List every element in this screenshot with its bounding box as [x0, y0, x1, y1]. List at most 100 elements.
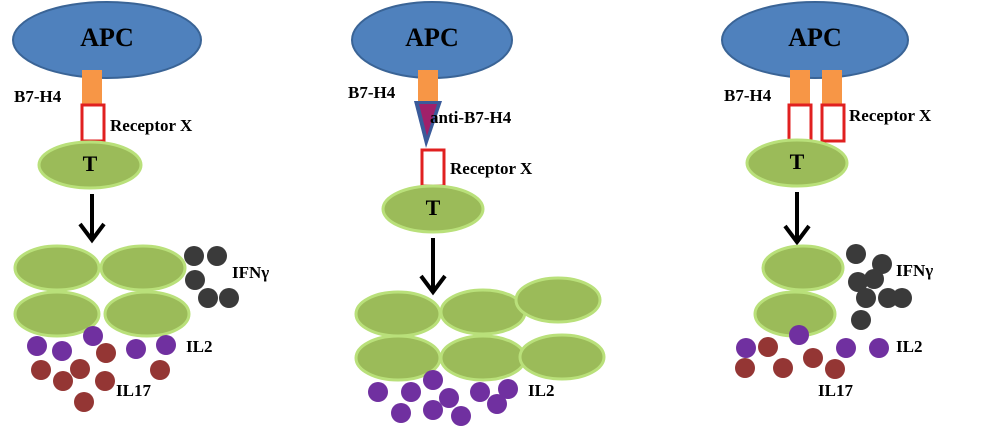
- expanded-t-cells: [13, 244, 191, 338]
- apc-label: APC: [788, 23, 841, 52]
- arrow-down: [78, 194, 106, 244]
- il17-dot: [74, 392, 94, 412]
- t-cell-clone: [13, 290, 101, 338]
- il17-dot: [31, 360, 51, 380]
- il2-dot: [391, 403, 411, 423]
- b7h4-label: B7-H4: [348, 83, 396, 102]
- receptor-x: [420, 148, 446, 188]
- ifng-dot: [198, 288, 218, 308]
- panel-1: APC B7-H4 Receptor X T IFNγ: [12, 1, 269, 412]
- b7h4-ligand: [82, 70, 102, 104]
- il2-molecules: [736, 325, 889, 358]
- il2-dot: [470, 382, 490, 402]
- t-cell-clone: [439, 334, 527, 382]
- receptor-x: [80, 103, 106, 143]
- ifng-label: IFNγ: [896, 261, 933, 280]
- il2-dot: [83, 326, 103, 346]
- ifng-dot: [846, 244, 866, 264]
- b7h4-ligand: [418, 70, 438, 102]
- anti-b7h4-antibody: [414, 101, 442, 148]
- apc-label: APC: [405, 23, 458, 52]
- il2-dot: [126, 339, 146, 359]
- t-cell-label: T: [83, 151, 98, 176]
- il2-dot: [869, 338, 889, 358]
- ifng-dot: [207, 246, 227, 266]
- il17-dot: [70, 359, 90, 379]
- ifng-dot: [184, 246, 204, 266]
- t-cell-clone: [103, 290, 191, 338]
- antibody-label: anti-B7-H4: [430, 108, 512, 127]
- expanded-t-cells: [753, 244, 845, 338]
- il17-dot: [150, 360, 170, 380]
- il17-dot: [96, 343, 116, 363]
- b7h4-label: B7-H4: [14, 87, 62, 106]
- il2-dot: [423, 370, 443, 390]
- il17-molecules: [735, 337, 845, 379]
- arrow-down: [419, 238, 447, 296]
- ifng-molecules: [184, 246, 239, 308]
- il2-dot: [156, 335, 176, 355]
- t-cell: [745, 138, 849, 188]
- t-cell-clone: [13, 244, 101, 292]
- il2-dot: [439, 388, 459, 408]
- il17-label: IL17: [818, 381, 853, 400]
- ifng-dot: [892, 288, 912, 308]
- receptor-label: Receptor X: [450, 159, 533, 178]
- b7h4-ligand: [790, 70, 810, 104]
- panel-2: APC B7-H4 anti-B7-H4 Receptor X T: [348, 1, 606, 426]
- receptor-x: [820, 103, 846, 143]
- t-cell-label: T: [790, 149, 805, 174]
- receptor-label: Receptor X: [110, 116, 193, 135]
- ifng-dot: [185, 270, 205, 290]
- t-cell-clone: [518, 333, 606, 381]
- t-cell-label: T: [426, 195, 441, 220]
- il17-dot: [825, 359, 845, 379]
- t-cell-clone: [514, 276, 602, 324]
- il17-dot: [773, 358, 793, 378]
- il17-dot: [53, 371, 73, 391]
- il17-dot: [803, 348, 823, 368]
- receptor-label: Receptor X: [849, 106, 932, 125]
- il2-dot: [423, 400, 443, 420]
- ifng-molecules: [846, 244, 912, 330]
- t-cell-clone: [354, 290, 442, 338]
- b7h4-ligand: [822, 70, 842, 104]
- il2-label: IL2: [896, 337, 922, 356]
- ifng-dot: [864, 269, 884, 289]
- il17-dot: [735, 358, 755, 378]
- ifng-dot: [856, 288, 876, 308]
- il2-label: IL2: [186, 337, 212, 356]
- ifng-dot: [878, 288, 898, 308]
- t-cell-clone: [99, 244, 187, 292]
- ifng-dot: [872, 254, 892, 274]
- expanded-t-cells: [354, 276, 606, 382]
- apc-cell: [12, 1, 202, 79]
- arrow-down: [783, 192, 811, 246]
- il2-molecules: [368, 370, 518, 426]
- il2-molecules: [27, 326, 176, 361]
- ifng-dot: [848, 272, 868, 292]
- t-cell: [381, 184, 485, 234]
- ifng-dot: [851, 310, 871, 330]
- il2-dot: [52, 341, 72, 361]
- il2-dot: [27, 336, 47, 356]
- il2-label: IL2: [528, 381, 554, 400]
- ifng-dot: [219, 288, 239, 308]
- b7h4-label: B7-H4: [724, 86, 772, 105]
- t-cell-clone: [439, 288, 527, 336]
- il17-label: IL17: [116, 381, 151, 400]
- apc-label: APC: [80, 23, 133, 52]
- il17-dot: [95, 371, 115, 391]
- panel-3: APC B7-H4 Receptor X T IFNγ: [721, 1, 933, 400]
- receptor-x: [787, 103, 813, 143]
- il17-molecules: [31, 343, 170, 412]
- il2-dot: [487, 394, 507, 414]
- t-cell: [37, 140, 143, 190]
- il2-dot: [836, 338, 856, 358]
- ifng-label: IFNγ: [232, 263, 269, 282]
- il17-dot: [758, 337, 778, 357]
- il2-dot: [368, 382, 388, 402]
- il2-dot: [401, 382, 421, 402]
- il2-dot: [736, 338, 756, 358]
